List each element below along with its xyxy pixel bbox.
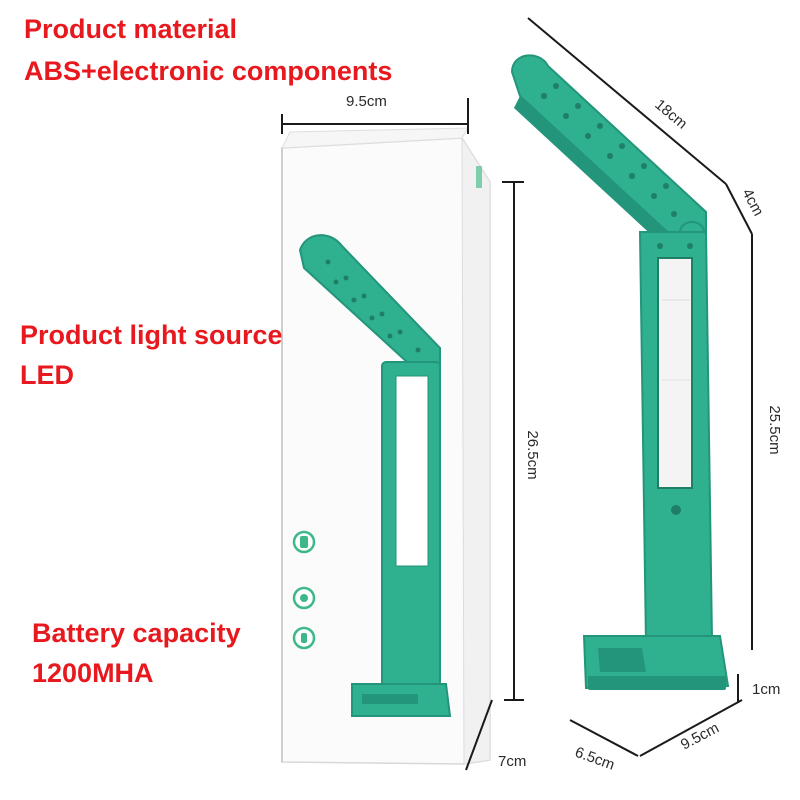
light-source-label: Product light source [20,320,283,350]
lamp-printed-on-box [298,234,452,717]
base-width-label: 9.5cm [678,719,722,753]
box-feature-icons [292,530,316,650]
material-value: ABS+electronic components [24,56,393,86]
desk-lamp [510,54,730,690]
arm-height-label: 25.5cm [766,405,783,454]
box-depth-label: 7cm [498,753,526,770]
base-depth-label: 6.5cm [573,744,617,774]
dimension-labels: 9.5cm 26.5cm 7cm 18cm 4cm 25.5cm 1cm 9.5… [346,93,783,774]
material-label: Product material [24,14,238,44]
head-joint-label: 4cm [738,186,766,219]
box-width-label: 9.5cm [346,93,387,110]
dimension-lines [281,17,753,771]
battery-label: Battery capacity [32,618,241,648]
light-source-value: LED [20,360,74,390]
box-height-label: 26.5cm [524,430,541,479]
battery-value: 1200MHA [32,658,154,688]
base-height-label: 1cm [752,681,780,698]
